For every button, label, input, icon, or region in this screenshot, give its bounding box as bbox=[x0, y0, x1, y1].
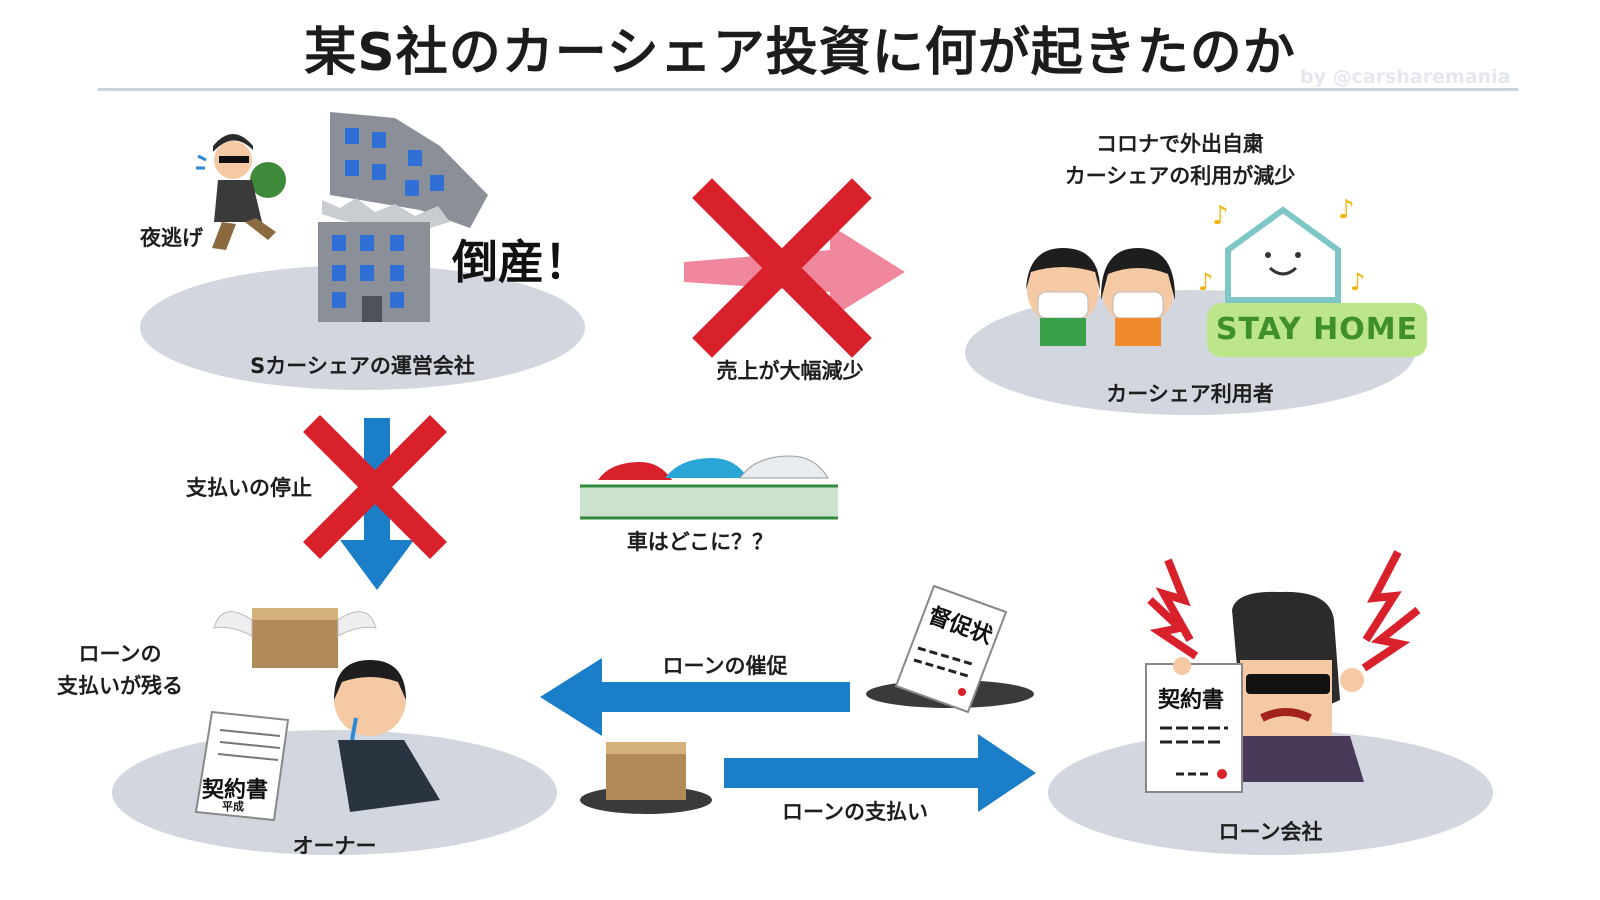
owner-contract-icon bbox=[194, 710, 290, 822]
loan-payment-label: ローンの支払い bbox=[782, 800, 928, 824]
demand-notice-icon bbox=[866, 584, 1034, 714]
angry-loan-officer-icon bbox=[1147, 550, 1421, 782]
crying-owner-icon bbox=[334, 660, 440, 812]
happy-house-icon: ♪ ♪ ♪ ♪ bbox=[1198, 195, 1365, 303]
credit-watermark: by @carsharemania bbox=[1300, 66, 1511, 88]
owner-platform bbox=[112, 730, 557, 855]
revenue-cross-icon bbox=[692, 178, 872, 358]
flying-money-icon bbox=[213, 608, 377, 668]
users-caption-line1: コロナで外出自粛 bbox=[1096, 132, 1264, 156]
page-title: 某S社のカーシェア投資に何が起きたのか bbox=[304, 23, 1296, 83]
thief-fleeing-icon bbox=[196, 134, 286, 250]
svg-text:♪: ♪ bbox=[1198, 268, 1213, 296]
stay-home-badge: STAY HOME bbox=[1207, 303, 1427, 357]
masked-children-icon bbox=[1026, 248, 1176, 346]
users-caption-line2: カーシェアの利用が減少 bbox=[1064, 164, 1296, 188]
parked-cars-icon bbox=[580, 455, 838, 520]
operator-label: Sカーシェアの運営会社 bbox=[250, 354, 475, 378]
cars-label: 車はどこに？？ bbox=[626, 530, 774, 554]
loan-payment-arrow-icon bbox=[724, 734, 1036, 812]
title-divider bbox=[98, 88, 1518, 91]
flee-label: 夜逃げ bbox=[140, 226, 203, 250]
payment-stop-cross-icon bbox=[303, 415, 447, 559]
owner-label: オーナー bbox=[292, 834, 377, 858]
svg-text:♪: ♪ bbox=[1338, 195, 1355, 225]
revenue-label: 売上が大幅減少 bbox=[716, 359, 864, 383]
svg-text:♪: ♪ bbox=[1350, 268, 1365, 296]
svg-text:♪: ♪ bbox=[1212, 201, 1229, 231]
loan-demand-arrow-icon bbox=[540, 658, 850, 736]
money-bundle-icon bbox=[580, 742, 712, 814]
loan-contract-label: 契約書 bbox=[1158, 688, 1225, 713]
loan-remain-line2: 支払いが残る bbox=[57, 674, 183, 698]
owner-contract-label: 契約書 bbox=[202, 778, 269, 803]
loan-remain-line1: ローンの bbox=[78, 642, 162, 666]
loan-contract-icon bbox=[1145, 657, 1243, 793]
users-label: カーシェア利用者 bbox=[1106, 382, 1274, 406]
payment-stop-label: 支払いの停止 bbox=[186, 476, 312, 500]
loan-demand-label: ローンの催促 bbox=[662, 654, 788, 678]
bankrupt-label: 倒産！ bbox=[452, 235, 590, 289]
collapsing-building-icon bbox=[318, 112, 488, 322]
owner-contract-sub: 平成 bbox=[222, 800, 244, 813]
loan-company-label: ローン会社 bbox=[1218, 820, 1323, 844]
